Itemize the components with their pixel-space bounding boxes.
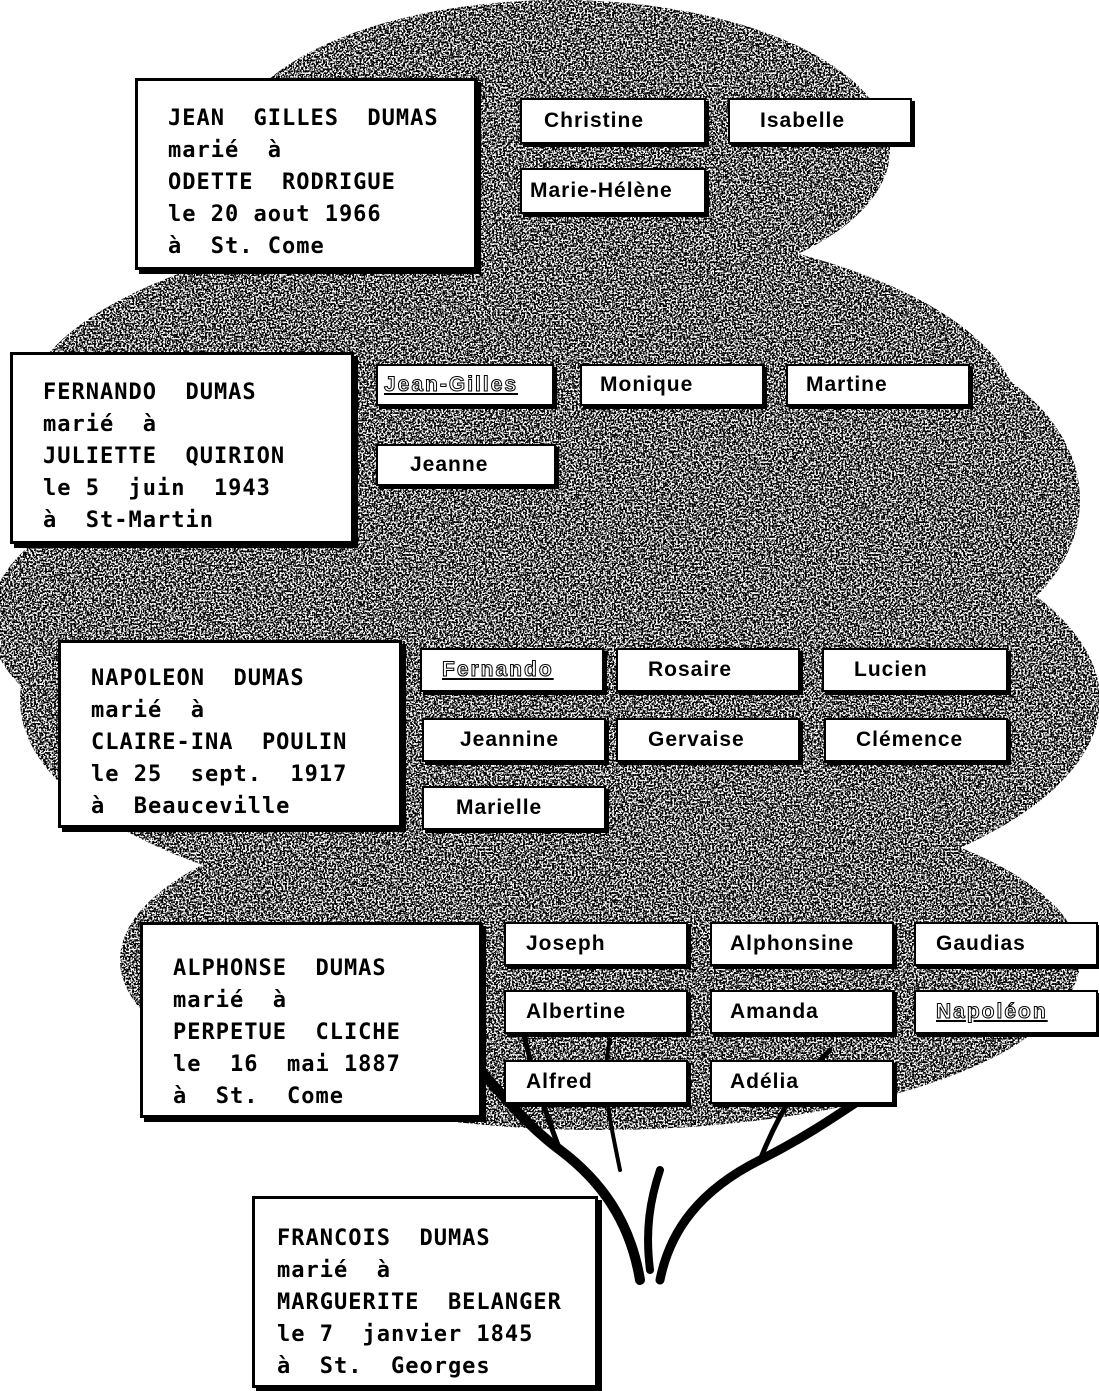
- child-name: Marielle: [456, 796, 543, 819]
- child-box-monique: Monique: [580, 364, 764, 406]
- couple-line: NAPOLEON DUMAS: [91, 666, 305, 691]
- couple-line: marié à: [173, 988, 287, 1013]
- couple-line: à St. Come: [173, 1084, 344, 1109]
- couple-line: le 5 juin 1943: [43, 476, 271, 501]
- child-name: Martine: [806, 373, 888, 396]
- child-name: Clémence: [856, 728, 964, 751]
- child-box-jeanne: Jeanne: [376, 444, 556, 486]
- child-name: Jeannine: [460, 728, 560, 751]
- couple-line: le 20 aout 1966: [168, 202, 382, 227]
- child-name: Jean-Gilles: [383, 373, 519, 397]
- child-name: Albertine: [526, 1000, 627, 1023]
- couple-line: JEAN GILLES DUMAS: [168, 106, 439, 131]
- couple-line: FERNANDO DUMAS: [43, 380, 257, 405]
- child-box-albertine: Albertine: [504, 990, 688, 1034]
- couple-line: marié à: [43, 412, 157, 437]
- child-box-marie-helene: Marie-Hélène: [520, 168, 706, 214]
- couple-box-napoleon: NAPOLEON DUMAS marié à CLAIRE-INA POULIN le…: [58, 640, 402, 828]
- child-box-alfred: Alfred: [504, 1060, 688, 1104]
- child-name: Monique: [600, 373, 694, 396]
- couple-line: à St. Come: [168, 234, 325, 259]
- child-box-rosaire: Rosaire: [616, 648, 800, 692]
- couple-line: marié à: [91, 698, 205, 723]
- couple-line: marié à: [168, 138, 282, 163]
- child-name: Jeanne: [410, 453, 489, 476]
- couple-line: marié à: [277, 1258, 391, 1283]
- couple-line: à St. Georges: [277, 1354, 491, 1379]
- child-box-clemence: Clémence: [824, 718, 1008, 762]
- child-box-lucien: Lucien: [822, 648, 1008, 692]
- child-name: Lucien: [854, 658, 928, 681]
- child-name: Amanda: [730, 1000, 819, 1023]
- child-box-adelia: Adélia: [710, 1060, 894, 1104]
- child-box-marielle: Marielle: [422, 786, 606, 830]
- child-box-jean-gilles: Jean-Gilles: [376, 364, 554, 406]
- couple-line: le 25 sept. 1917: [91, 762, 348, 787]
- child-box-jeannine: Jeannine: [422, 718, 606, 762]
- couple-line: le 16 mai 1887: [173, 1052, 401, 1077]
- couple-line: à St-Martin: [43, 508, 214, 533]
- child-name: Gervaise: [648, 728, 745, 751]
- couple-box-jean-gilles: JEAN GILLES DUMAS marié à ODETTE RODRIGUE l…: [135, 78, 477, 270]
- child-name: Joseph: [526, 932, 606, 955]
- child-box-gervaise: Gervaise: [616, 718, 800, 762]
- child-box-amanda: Amanda: [710, 990, 894, 1034]
- child-name: Fernando: [442, 658, 554, 682]
- child-box-christine: Christine: [520, 98, 706, 144]
- child-box-gaudias: Gaudias: [914, 922, 1098, 966]
- couple-box-fernando: FERNANDO DUMAS marié à JULIETTE QUIRION le …: [10, 352, 354, 544]
- couple-line: à Beauceville: [91, 794, 291, 819]
- child-box-isabelle: Isabelle: [728, 98, 912, 144]
- couple-line: ALPHONSE DUMAS: [173, 956, 387, 981]
- couple-line: FRANCOIS DUMAS: [277, 1226, 491, 1251]
- child-name: Christine: [544, 109, 645, 132]
- couple-line: le 7 janvier 1845: [277, 1322, 534, 1347]
- child-name: Gaudias: [936, 932, 1026, 955]
- couple-line: CLAIRE-INA POULIN: [91, 730, 348, 755]
- couple-line: MARGUERITE BELANGER: [277, 1290, 562, 1315]
- child-box-fernando: Fernando: [420, 648, 604, 692]
- couple-box-francois: FRANCOIS DUMAS marié à MARGUERITE BELANGER…: [252, 1196, 598, 1388]
- couple-line: JULIETTE QUIRION: [43, 444, 286, 469]
- child-box-martine: Martine: [786, 364, 970, 406]
- couple-line: ODETTE RODRIGUE: [168, 170, 396, 195]
- child-name: Napoléon: [936, 1000, 1048, 1024]
- child-name: Marie-Hélène: [530, 179, 673, 202]
- child-box-alphonsine: Alphonsine: [710, 922, 894, 966]
- child-box-joseph: Joseph: [504, 922, 688, 966]
- child-name: Adélia: [730, 1070, 800, 1093]
- couple-box-alphonse: ALPHONSE DUMAS marié à PERPETUE CLICHE le 1…: [140, 922, 482, 1118]
- child-name: Alfred: [526, 1070, 593, 1093]
- child-name: Rosaire: [648, 658, 733, 681]
- child-box-napoleon: Napoléon: [914, 990, 1098, 1034]
- child-name: Isabelle: [760, 109, 846, 132]
- couple-line: PERPETUE CLICHE: [173, 1020, 401, 1045]
- child-name: Alphonsine: [730, 932, 855, 955]
